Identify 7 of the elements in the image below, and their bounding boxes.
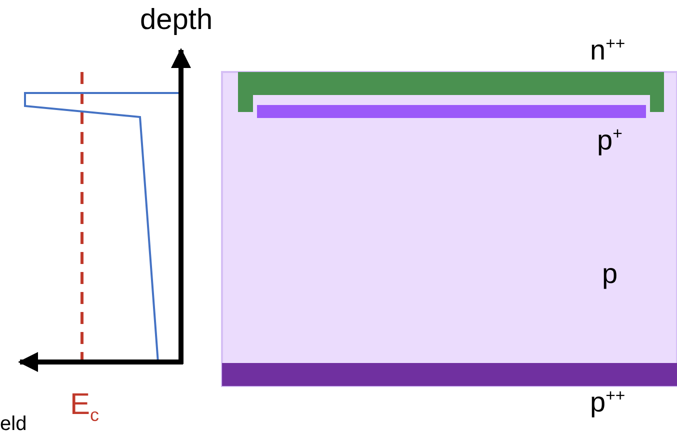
layer-label: p bbox=[602, 260, 618, 288]
axis-label: eld bbox=[0, 414, 27, 434]
axis-label: depth bbox=[140, 6, 213, 35]
threshold-label: E$_{c}$ bbox=[70, 390, 100, 424]
layer-label: p$^{++}$ bbox=[590, 388, 626, 416]
layer-label: n$^{++}$ bbox=[590, 36, 626, 64]
layer-label: p$^{+}$ bbox=[597, 126, 622, 154]
